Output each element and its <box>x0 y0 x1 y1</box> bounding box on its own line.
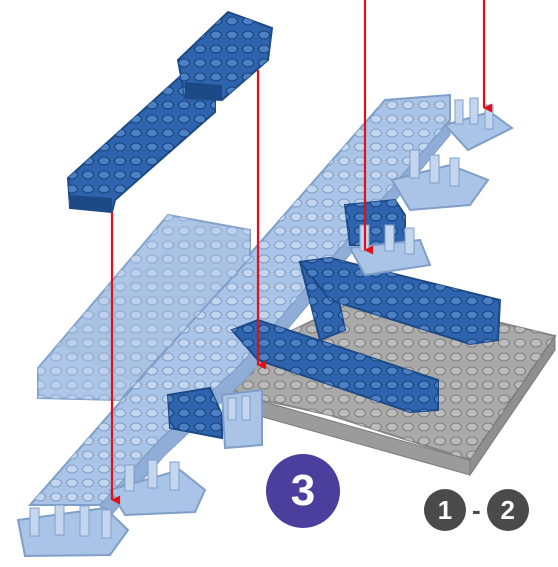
step-number-badge: 3 <box>266 454 340 528</box>
substep-end-text: 2 <box>500 495 514 526</box>
peg-cluster-bottom-left <box>18 505 128 556</box>
peg-cluster-top-right <box>445 98 512 150</box>
substep-range: 1 - 2 <box>424 488 529 532</box>
dark-brick-small-middle <box>345 200 405 245</box>
peg-cluster-left-lower <box>222 390 262 448</box>
substep-start-text: 1 <box>438 495 452 526</box>
peg-cluster-center <box>350 225 430 275</box>
substep-separator: - <box>472 495 481 526</box>
substep-end-circle: 2 <box>487 489 529 531</box>
substep-start-circle: 1 <box>424 489 466 531</box>
step-number-text: 3 <box>291 466 315 516</box>
